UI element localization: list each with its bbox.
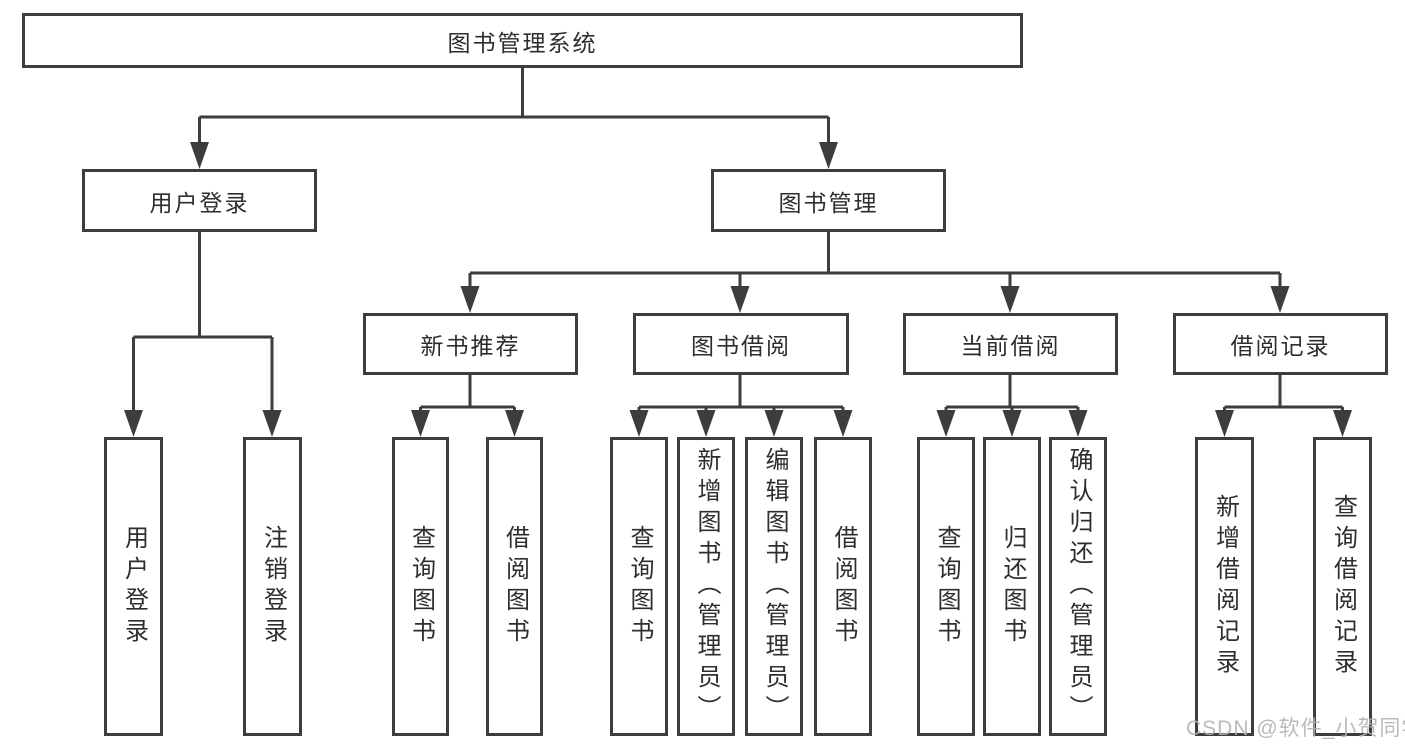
arrowheads: [124, 142, 1352, 437]
leaf-add-borrow-record: 新增借阅记录: [1195, 437, 1254, 736]
leaf-label: 确认归还（管理员）: [1065, 447, 1092, 726]
leaf-borrow-books: 借阅图书: [814, 437, 872, 736]
leaf-confirm-return-admin: 确认归还（管理员）: [1049, 437, 1107, 736]
node-book-management: 图书管理: [711, 169, 946, 232]
node-book-borrowing: 图书借阅: [633, 313, 849, 375]
node-label: 图书管理: [778, 189, 879, 216]
leaf-return-books: 归还图书: [983, 437, 1041, 736]
leaf-logout: 注销登录: [243, 437, 302, 736]
leaf-label: 新增借阅记录: [1211, 493, 1239, 680]
node-borrowing-records: 借阅记录: [1173, 313, 1388, 375]
leaf-label: 查询借阅记录: [1329, 493, 1357, 680]
leaf-label: 注销登录: [259, 524, 287, 649]
leaf-label: 查询图书: [407, 524, 435, 649]
leaf-query-books-current: 查询图书: [917, 437, 975, 736]
leaf-label: 编辑图书（管理员）: [761, 447, 788, 726]
leaf-label: 借阅图书: [830, 524, 857, 649]
node-label: 图书管理系统: [447, 29, 598, 56]
leaf-borrow-books-recommend: 借阅图书: [486, 437, 543, 736]
node-label: 新书推荐: [420, 333, 521, 359]
leaf-label: 借阅图书: [501, 524, 529, 649]
leaf-label: 用户登录: [120, 524, 148, 649]
leaf-query-books-recommend: 查询图书: [392, 437, 449, 736]
node-current-borrowing: 当前借阅: [903, 313, 1118, 375]
node-label: 图书借阅: [691, 333, 791, 359]
leaf-query-borrow-record: 查询借阅记录: [1313, 437, 1372, 736]
leaf-user-login: 用户登录: [104, 437, 163, 736]
leaf-query-books-borrow: 查询图书: [610, 437, 668, 736]
leaf-label: 新增图书（管理员）: [693, 447, 720, 726]
leaf-label: 查询图书: [626, 524, 653, 649]
node-label: 借阅记录: [1230, 333, 1331, 359]
leaf-label: 查询图书: [933, 524, 960, 649]
node-label: 用户登录: [149, 189, 250, 216]
node-label: 当前借阅: [960, 333, 1061, 359]
node-user-login: 用户登录: [82, 169, 317, 232]
leaf-edit-books-admin: 编辑图书（管理员）: [745, 437, 803, 736]
node-new-book-recommendation: 新书推荐: [363, 313, 578, 375]
leaf-add-books-admin: 新增图书（管理员）: [677, 437, 735, 736]
node-library-management-system: 图书管理系统: [22, 13, 1023, 68]
csdn-watermark: CSDN @软件_小贺同学: [1186, 717, 1405, 740]
leaf-label: 归还图书: [999, 524, 1026, 649]
